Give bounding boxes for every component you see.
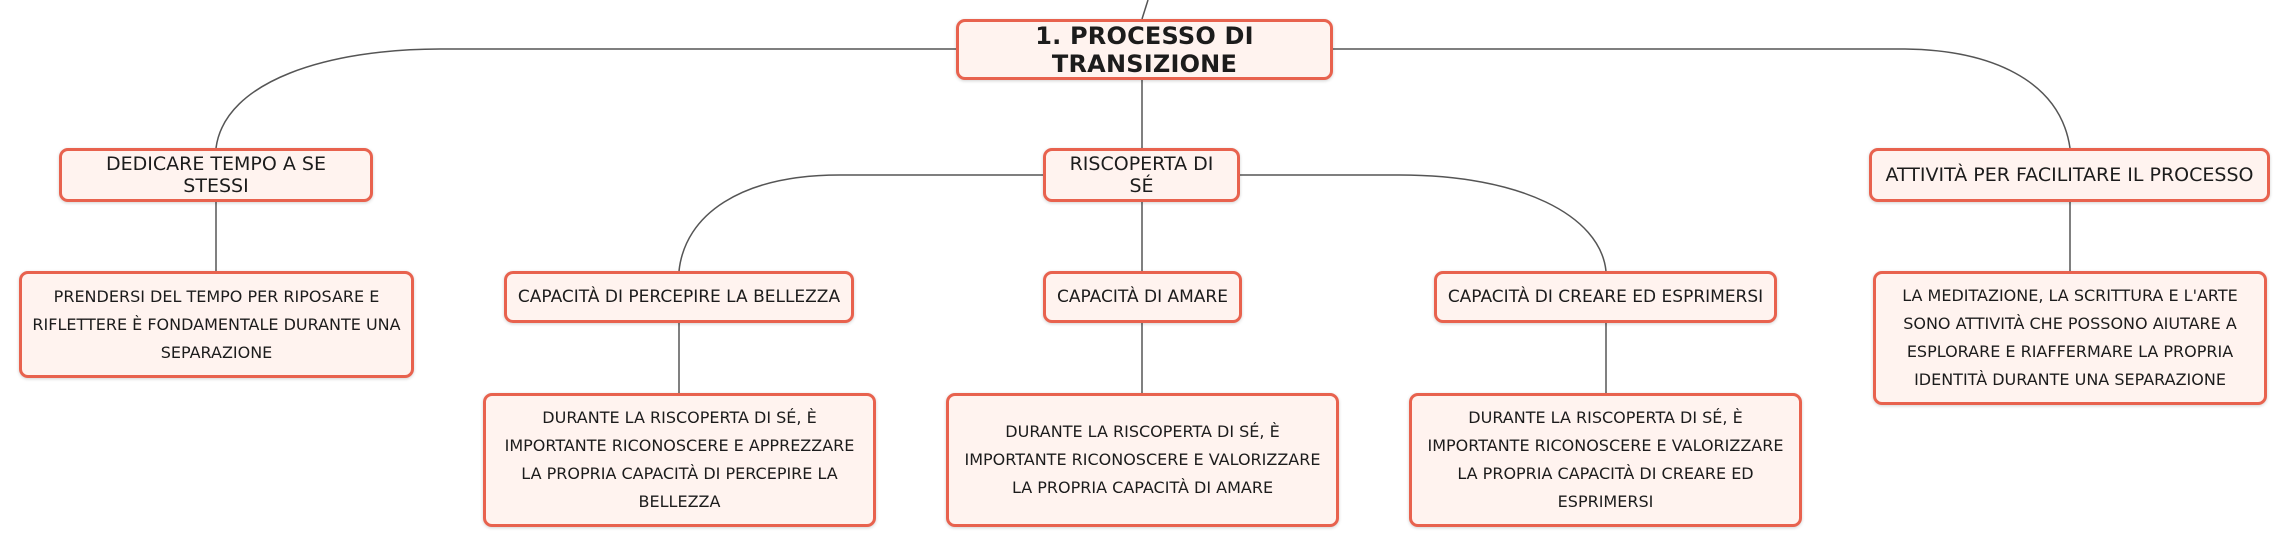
leaf-node-creare[interactable]: DURANTE LA RISCOPERTA DI SÉ, È IMPORTANT… xyxy=(1409,393,1802,527)
leaf-node-bellezza[interactable]: DURANTE LA RISCOPERTA DI SÉ, È IMPORTANT… xyxy=(483,393,876,527)
branch-node-label: RISCOPERTA DI SÉ xyxy=(1069,153,1214,197)
leaf-node-prendersi-tempo[interactable]: PRENDERSI DEL TEMPO PER RIPOSARE E RIFLE… xyxy=(19,271,414,378)
sub-node-label: CAPACITÀ DI PERCEPIRE LA BELLEZZA xyxy=(517,287,841,307)
branch-node-riscoperta[interactable]: RISCOPERTA DI SÉ xyxy=(1043,148,1240,202)
leaf-node-text: DURANTE LA RISCOPERTA DI SÉ, È IMPORTANT… xyxy=(504,408,855,511)
connector-root-incoming xyxy=(1141,0,1149,20)
leaf-node-text: PRENDERSI DEL TEMPO PER RIPOSARE E RIFLE… xyxy=(32,286,401,362)
root-node[interactable]: 1. PROCESSO DI TRANSIZIONE xyxy=(956,19,1333,80)
sub-node-label: CAPACITÀ DI CREARE ED ESPRIMERSI xyxy=(1447,287,1764,307)
branch-node-attivita[interactable]: ATTIVITÀ PER FACILITARE IL PROCESSO xyxy=(1869,148,2270,202)
sub-node-label: CAPACITÀ DI AMARE xyxy=(1057,287,1228,307)
leaf-node-text: DURANTE LA RISCOPERTA DI SÉ, È IMPORTANT… xyxy=(964,422,1321,497)
sub-node-amare[interactable]: CAPACITÀ DI AMARE xyxy=(1043,271,1242,323)
leaf-node-text: DURANTE LA RISCOPERTA DI SÉ, È IMPORTANT… xyxy=(1427,408,1784,511)
sub-node-percepire-bellezza[interactable]: CAPACITÀ DI PERCEPIRE LA BELLEZZA xyxy=(504,271,854,323)
branch-node-label: ATTIVITÀ PER FACILITARE IL PROCESSO xyxy=(1885,164,2254,186)
root-node-label: 1. PROCESSO DI TRANSIZIONE xyxy=(1035,21,1254,78)
branch-node-label: DEDICARE TEMPO A SE STESSI xyxy=(106,153,326,197)
leaf-node-text: LA MEDITAZIONE, LA SCRITTURA E L'ARTE SO… xyxy=(1902,286,2238,389)
connector-root-left xyxy=(215,48,956,149)
connector-root-right xyxy=(1333,48,2071,149)
connector-b2-left xyxy=(678,174,1043,272)
connector-b2-right xyxy=(1240,174,1607,272)
sub-node-creare-esprimersi[interactable]: CAPACITÀ DI CREARE ED ESPRIMERSI xyxy=(1434,271,1777,323)
branch-node-dedicare-tempo[interactable]: DEDICARE TEMPO A SE STESSI xyxy=(59,148,373,202)
leaf-node-meditazione[interactable]: LA MEDITAZIONE, LA SCRITTURA E L'ARTE SO… xyxy=(1873,271,2267,405)
leaf-node-amare[interactable]: DURANTE LA RISCOPERTA DI SÉ, È IMPORTANT… xyxy=(946,393,1339,527)
